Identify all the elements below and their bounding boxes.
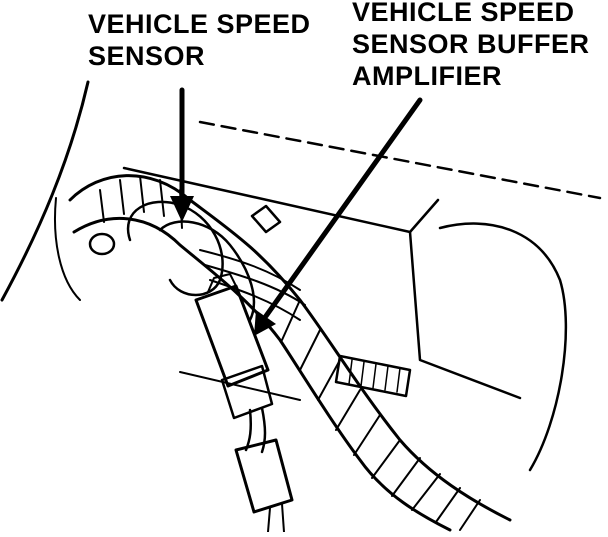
panel-lower-edge [179,371,301,401]
mount-bolt [88,232,116,256]
harness-connector-pins [348,359,401,393]
harness-lower-outline [72,216,452,532]
leader-line-buffer [263,97,423,319]
callout-vss-line-1: VEHICLE SPEED [88,9,311,39]
callout-buffer-line-3: AMPLIFIER [352,61,502,91]
pigtail-lead [267,503,285,533]
panel-top-dashed-edge [198,120,602,200]
buffer-amplifier-connector [220,364,274,420]
panel-right-edge [408,230,522,400]
pigtail-connector [234,438,294,514]
harness-connector [334,354,412,398]
wire-tie-tab [250,204,282,234]
leader-arrowhead-vss [170,196,194,222]
callout-buffer-line-1: VEHICLE SPEED [352,0,575,27]
callout-buffer-line-2: SENSOR BUFFER [352,29,590,59]
buffer-amplifier-body [194,284,270,388]
wire-loop-left [126,200,224,297]
callout-buffer-amplifier: VEHICLE SPEED SENSOR BUFFER AMPLIFIER [352,0,590,92]
wire-loop-right [158,220,256,322]
buffer-amplifier-clip [207,273,237,293]
leader-arrowhead-buffer [254,310,276,336]
panel-back-curve [438,222,568,472]
harness-ribs [99,175,481,531]
callout-vss-line-2: SENSOR [88,41,206,71]
dashboard-inner-edge [54,197,81,301]
callout-vehicle-speed-sensor: VEHICLE SPEED SENSOR [88,8,311,72]
dashboard-edge [0,80,90,302]
